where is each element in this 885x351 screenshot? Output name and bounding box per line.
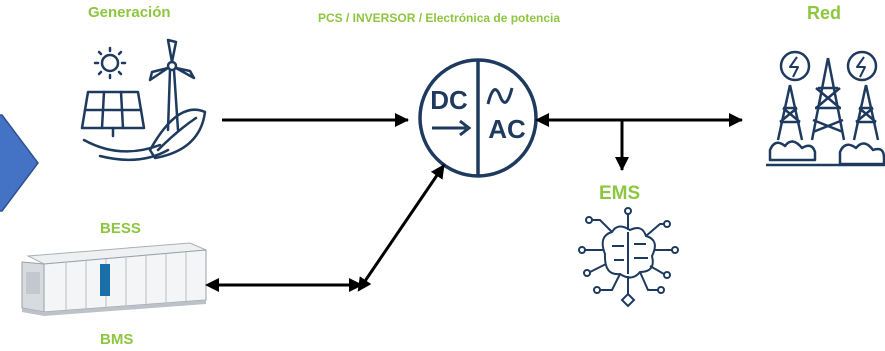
inverter-ac-text: AC <box>488 114 526 144</box>
battery-container-icon <box>21 242 207 316</box>
ai-brain-circuit-icon <box>578 207 679 308</box>
renewable-generation-icon <box>80 38 207 162</box>
inverter-dc-text: DC <box>430 85 468 115</box>
ems-label: EMS <box>599 183 641 204</box>
generation-label: Generación <box>88 4 171 21</box>
bess-inverter-arrow <box>357 164 446 292</box>
connection-lines <box>205 113 743 292</box>
bess-label: BESS <box>100 220 141 237</box>
grid-label: Red <box>807 3 842 23</box>
power-grid-icon <box>766 50 885 167</box>
inverter-dc-ac-icon: DC AC <box>418 58 538 178</box>
bms-label: BMS <box>100 331 134 348</box>
pcs-label: PCS / INVERSOR / Electrónica de potencia <box>318 11 561 25</box>
side-arrow-icon[interactable] <box>0 114 39 212</box>
